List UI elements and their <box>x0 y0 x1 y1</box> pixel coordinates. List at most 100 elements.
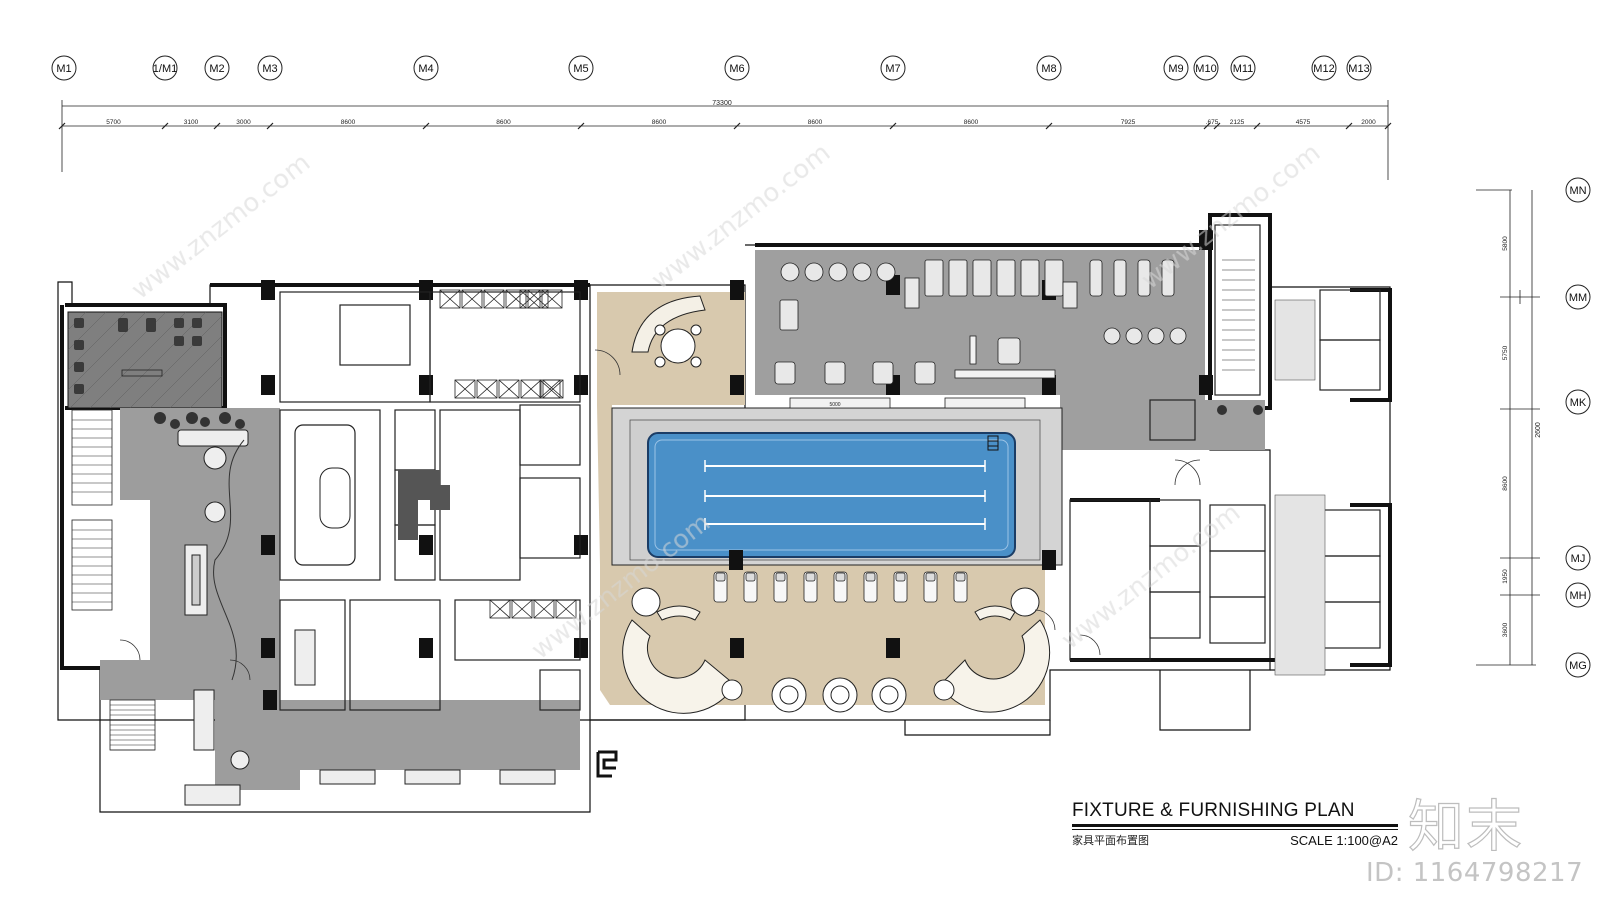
dimension-tick <box>1045 122 1053 130</box>
locker <box>454 379 476 399</box>
dimension-label: 5700 <box>106 119 121 126</box>
dimension-tick <box>577 122 585 130</box>
locker <box>498 379 520 399</box>
structural-column <box>574 375 588 395</box>
treadmill <box>948 259 968 297</box>
grid-bubble: MM <box>1565 284 1591 310</box>
weight-machine <box>828 262 848 282</box>
grid-bubble: MN <box>1565 177 1591 203</box>
locker <box>533 599 555 619</box>
grid-bubble: M6 <box>724 55 750 81</box>
grid-label: M3 <box>262 63 277 75</box>
spin-bike <box>1169 327 1187 345</box>
drawing-title: FIXTURE & FURNISHING PLAN <box>1072 800 1355 821</box>
locker <box>505 289 527 309</box>
deck-booths <box>622 587 1051 714</box>
structural-column <box>1042 550 1056 570</box>
grid-label: M2 <box>209 63 224 75</box>
dimension-tick <box>266 122 274 130</box>
rower <box>1089 259 1103 297</box>
weight-machine <box>852 262 872 282</box>
dimension-chain-right <box>1476 189 1540 666</box>
pool-lane-ropes <box>705 465 985 525</box>
locker <box>461 289 483 309</box>
dimension-label: 4575 <box>1296 119 1311 126</box>
structural-column <box>261 375 275 395</box>
grid-label: MN <box>1569 185 1586 197</box>
treadmill <box>1044 259 1064 297</box>
gym-floor <box>755 250 1205 450</box>
structural-column <box>729 550 743 570</box>
grid-bubble: M2 <box>204 55 230 81</box>
grid-bubble: M13 <box>1346 55 1372 81</box>
grid-bubble: MH <box>1565 582 1591 608</box>
grid-bubble: M1 <box>51 55 77 81</box>
grid-label: M11 <box>1233 63 1254 75</box>
grid-bubble: M12 <box>1311 55 1337 81</box>
grid-label: M10 <box>1195 63 1216 75</box>
weight-machine <box>876 262 896 282</box>
dimension-label: 3000 <box>236 119 251 126</box>
structural-column <box>574 535 588 555</box>
grid-label: M4 <box>418 63 433 75</box>
dimension-label: 2125 <box>1230 119 1245 126</box>
grid-bubble: M3 <box>257 55 283 81</box>
structural-column <box>886 638 900 658</box>
drawing-subtitle-cn: 家具平面布置图 <box>1072 834 1149 847</box>
lower-lobby-floor <box>215 700 580 790</box>
locker <box>520 379 542 399</box>
structural-column <box>730 638 744 658</box>
grid-bubble: M10 <box>1193 55 1219 81</box>
structural-column <box>261 638 275 658</box>
grid-label: M9 <box>1168 63 1183 75</box>
grid-label: M5 <box>573 63 588 75</box>
drawing-title-block: FIXTURE & FURNISHING PLAN 家具平面布置图 SCALE … <box>1072 800 1398 852</box>
rower <box>1137 259 1151 297</box>
lockers <box>439 289 577 619</box>
dimension-tick <box>889 122 897 130</box>
dimension-overall-top: 73300 <box>712 100 732 107</box>
weight-machine <box>804 262 824 282</box>
grid-label: M8 <box>1041 63 1056 75</box>
dimension-tick <box>1213 122 1221 130</box>
locker <box>539 379 561 399</box>
dimension-label: 8600 <box>808 119 823 126</box>
dimension-label: 8600 <box>496 119 511 126</box>
structural-column <box>1199 375 1213 395</box>
structural-column <box>730 280 744 300</box>
structural-column <box>574 280 588 300</box>
spin-bike <box>1147 327 1165 345</box>
wet-area-dark <box>398 470 450 540</box>
dimension-tick <box>422 122 430 130</box>
grid-bubble: 1/M1 <box>152 55 178 81</box>
strength-machine <box>914 361 936 385</box>
dimension-tick <box>1253 122 1261 130</box>
structural-column <box>419 535 433 555</box>
locker <box>519 289 541 309</box>
locker <box>541 289 563 309</box>
strength-machine <box>779 299 799 331</box>
strength-machine <box>824 361 846 385</box>
locker <box>555 599 577 619</box>
dimension-tick <box>213 122 221 130</box>
rack <box>1062 281 1078 309</box>
dimension-label: 7925 <box>1121 119 1136 126</box>
grid-label: MK <box>1570 397 1587 409</box>
locker <box>511 599 533 619</box>
dimension-chain-top <box>61 100 1389 180</box>
image-id-label: ID: 1164798217 <box>1366 858 1584 888</box>
grid-label: M12 <box>1313 63 1334 75</box>
watermark-text: www.znzmo.com <box>1136 138 1326 296</box>
grid-bubble: M5 <box>568 55 594 81</box>
grid-label: MG <box>1569 660 1587 672</box>
rower <box>1113 259 1127 297</box>
dimension-label: 8600 <box>1502 476 1509 491</box>
grid-label: MM <box>1569 292 1587 304</box>
pool-bench-label: 5000 <box>829 402 840 408</box>
dimension-ticks-top <box>58 122 1392 130</box>
treadmill <box>1020 259 1040 297</box>
